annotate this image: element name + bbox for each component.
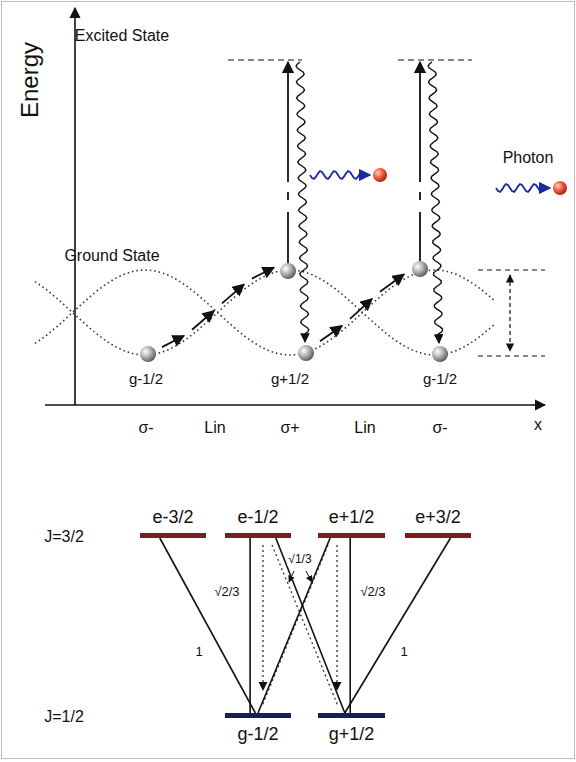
excitation-arrow (287, 192, 289, 200)
photon-wave (310, 171, 370, 179)
polarization-label: σ+ (280, 419, 299, 437)
polarization-label: Lin (204, 419, 225, 437)
excitation-arrow (287, 62, 289, 182)
excitation-arrow (419, 212, 421, 262)
energy-level: e-3/2 (140, 533, 206, 538)
decay-dotted (272, 545, 338, 706)
axis-label: x (534, 416, 542, 434)
level-name: e-3/2 (152, 507, 193, 528)
bracket-dash (478, 356, 545, 357)
atom (412, 261, 428, 277)
level-name: e+3/2 (415, 507, 461, 528)
level-label: Ground State (64, 247, 159, 265)
transition-line (345, 538, 451, 713)
transition-line (160, 538, 256, 713)
climb-arrow (162, 336, 184, 347)
x-axis (45, 404, 545, 406)
state-label: g-1/2 (129, 370, 163, 387)
decay-dotted (336, 545, 337, 690)
energy-level: e+3/2 (405, 533, 471, 538)
potential-curve (35, 270, 494, 355)
transition-line (258, 538, 330, 713)
photon-ball (553, 181, 567, 195)
leader-arrow (306, 571, 312, 582)
atom (280, 263, 296, 279)
climb-arrow (222, 284, 244, 303)
photon-label: Photon (503, 149, 554, 167)
emission-wave (296, 62, 309, 342)
energy-level: e+1/2 (318, 533, 385, 538)
angular-momentum-label: J=1/2 (44, 708, 84, 726)
level-name: e-1/2 (237, 507, 278, 528)
atom (432, 346, 448, 362)
atom (298, 345, 314, 361)
climb-arrow (350, 299, 372, 319)
coefficient-label: 1 (193, 645, 204, 659)
excited-level (228, 60, 302, 61)
level-label: Excited State (75, 27, 169, 45)
depth-arrow (509, 275, 510, 351)
level-name: g-1/2 (237, 724, 278, 745)
angular-momentum-label: J=3/2 (44, 528, 84, 546)
bracket-dash (478, 270, 545, 271)
excited-level (398, 60, 472, 61)
transition-line (349, 538, 351, 713)
transition-line (249, 538, 251, 713)
excitation-arrow (287, 212, 289, 264)
polarization-label: σ- (432, 419, 447, 437)
coefficient-label: √2/3 (212, 585, 241, 599)
energy-axis (74, 8, 76, 405)
climb-arrow (192, 311, 214, 330)
photon-ball (373, 168, 387, 182)
state-label: g-1/2 (423, 370, 457, 387)
emission-wave (428, 62, 442, 343)
state-label: g+1/2 (271, 370, 309, 387)
atom (140, 346, 156, 362)
climb-arrow (380, 274, 404, 292)
level-name: e+1/2 (329, 507, 375, 528)
climb-arrow (252, 268, 274, 279)
excitation-arrow (419, 62, 421, 182)
coefficient-label: 1 (398, 645, 409, 659)
decay-dotted (262, 545, 263, 690)
photon-wave (496, 184, 550, 192)
polarization-label: σ- (138, 419, 153, 437)
coefficient-label: √2/3 (358, 585, 387, 599)
energy-level: g-1/2 (225, 713, 291, 718)
energy-level: g+1/2 (318, 713, 385, 718)
coefficient-label: √1/3 (287, 552, 312, 566)
axis-title: Energy (16, 42, 44, 118)
energy-level: e-1/2 (225, 533, 291, 538)
potential-curve (35, 270, 494, 355)
climb-arrow (320, 326, 342, 342)
excitation-arrow (419, 192, 421, 200)
transition-line (276, 538, 345, 713)
polarization-label: Lin (354, 419, 375, 437)
climb-arrows (162, 268, 404, 348)
level-name: g+1/2 (329, 724, 375, 745)
